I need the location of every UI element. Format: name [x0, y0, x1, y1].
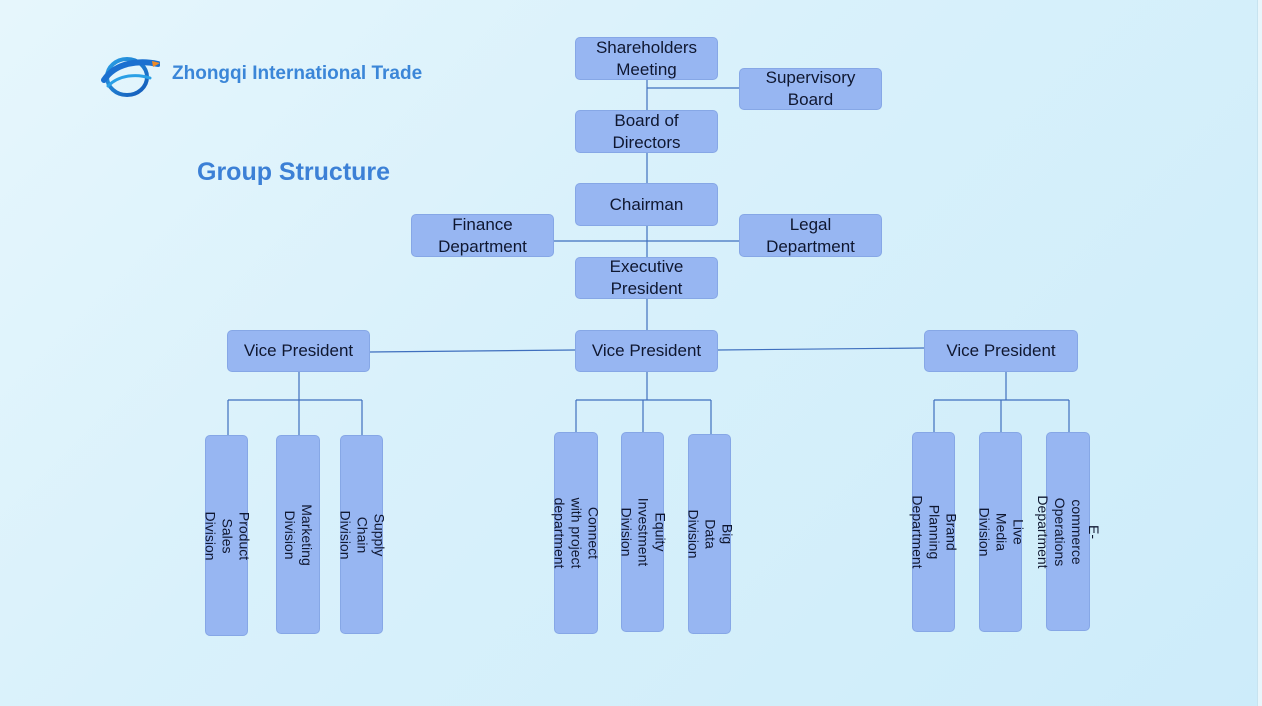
node-label: Live Media Division	[976, 507, 1026, 557]
node-shareholders-meeting: Shareholders Meeting	[575, 37, 718, 80]
globe-logo-icon	[101, 57, 160, 97]
page-title: Group Structure	[197, 158, 391, 186]
node-chairman: Chairman	[575, 183, 718, 226]
node-board-of-directors: Board of Directors	[575, 110, 718, 153]
node-connect-project-department: Connect with project department	[552, 432, 602, 634]
brand-name: Zhongqi International Trade	[172, 63, 423, 84]
node-supervisory-board: Supervisory Board	[739, 68, 882, 110]
node-big-data-division: Big Data Division	[685, 434, 735, 634]
node-brand-planning-department: Brand Planning Department	[909, 432, 959, 632]
node-label: Product Sales Division	[202, 511, 252, 561]
node-equity-investment-division: Equity Investment Division	[618, 432, 668, 632]
node-label: Connect with project department	[551, 497, 602, 569]
node-supply-chain-division: Supply Chain Division	[337, 435, 387, 634]
node-vice-president-right: Vice President	[924, 330, 1078, 372]
node-legal-department: Legal Department	[739, 214, 882, 257]
node-label: Brand Planning Department	[909, 495, 959, 569]
node-label: Marketing Division	[282, 503, 315, 566]
node-vice-president-center: Vice President	[575, 330, 718, 372]
node-ecommerce-operations-department: E-commerce Operations Department	[1035, 432, 1102, 631]
page-edge	[1257, 0, 1262, 706]
node-finance-department: Finance Department	[411, 214, 554, 257]
node-label: Supply Chain Division	[337, 509, 387, 560]
node-label: Big Data Division	[685, 509, 735, 559]
node-executive-president: Executive President	[575, 257, 718, 299]
node-marketing-division: Marketing Division	[276, 435, 320, 634]
node-product-sales-division: Product Sales Division	[202, 435, 252, 636]
node-label: Equity Investment Division	[618, 497, 668, 567]
node-live-media-division: Live Media Division	[976, 432, 1026, 632]
node-label: E-commerce Operations Department	[1035, 494, 1102, 569]
node-vice-president-left: Vice President	[227, 330, 370, 372]
